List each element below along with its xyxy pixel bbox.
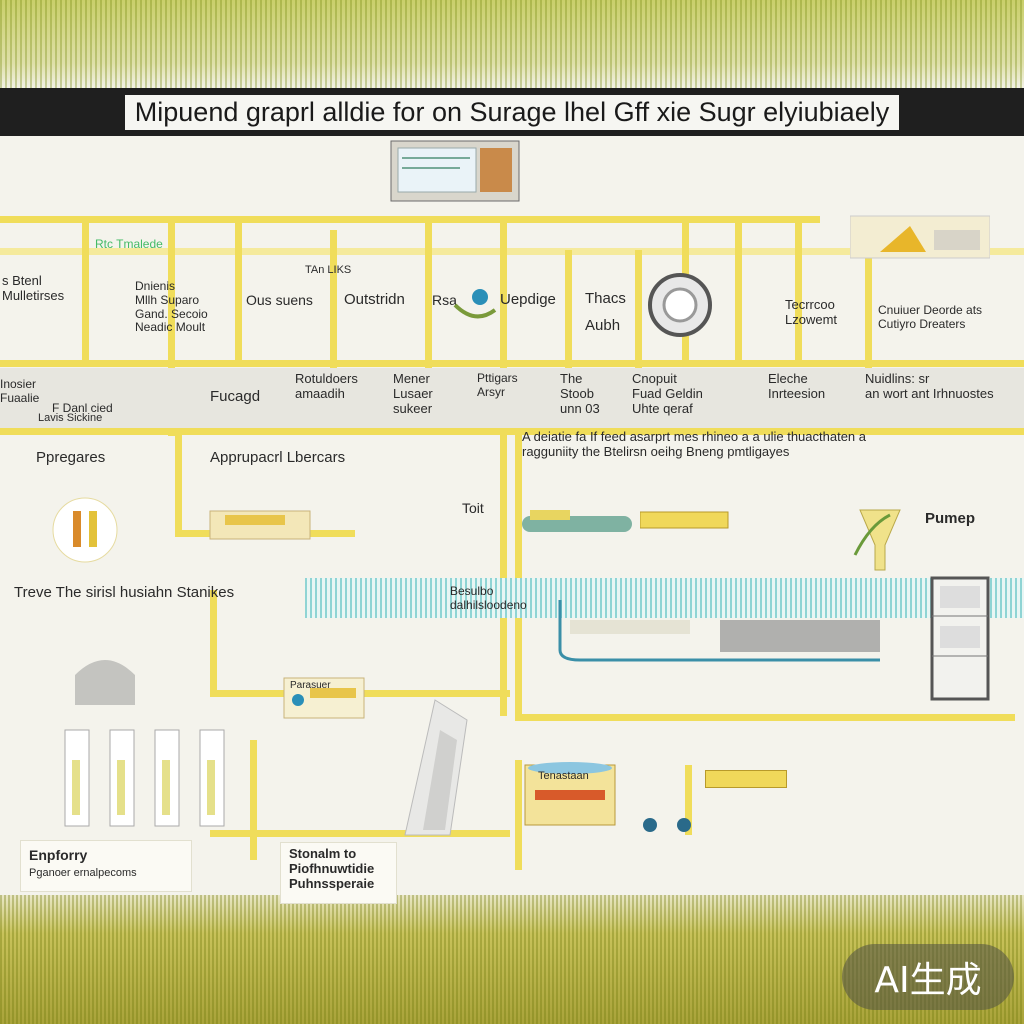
wire [735,216,742,366]
wire [250,740,257,860]
press-machine [280,670,370,725]
wire [0,248,1024,255]
conveyor-belt [305,578,1024,618]
wire [330,230,337,370]
tank-label: Tenastaan [538,770,589,782]
tank-machine [520,760,620,830]
pipe-valve-icon [450,285,500,325]
wire [0,216,820,223]
label-strip [705,770,787,788]
wire [500,216,507,716]
top-small-label: TAn LIKS [305,264,352,276]
expforry-box: Enpforry Pganoer ernalpecoms [20,840,192,892]
section-label: Treve The sirisl husiahn Stanikes [14,584,235,601]
machine-icon [205,505,315,545]
ai-generated-watermark: AI生成 [842,944,1014,1010]
node-label: Rsa [432,292,457,308]
wire [210,590,217,695]
section-note: A deiatie fa If feed asarprt mes rhineo … [522,429,866,459]
node-label: Fucagd [210,388,261,405]
wire [515,714,1015,721]
node-label: F Danl cied [52,401,113,415]
silos [60,720,240,830]
wire [565,250,572,420]
section-label: Ppregares [36,449,106,466]
grass-background-top [0,0,1024,90]
pump-icon [640,815,700,835]
mid-row-band [0,368,1024,428]
wire [865,250,872,430]
wire [425,216,432,426]
node-label: Thacs Aubh [585,290,626,335]
monitor-icon [390,140,520,202]
node-label: Uepdige [500,291,556,308]
reflector-panel [395,690,470,840]
wire [0,360,1024,367]
wire [0,428,1024,435]
wire [635,250,642,430]
section-label: Apprupacrl Lbercars [210,449,346,466]
top-strip-label: Rtc Tmalede [95,237,163,251]
node-label: Ous suens [246,292,313,308]
worker-icon [45,495,125,565]
wire [515,430,522,720]
node-label: Lavis Sickine [38,412,103,424]
wire [175,430,182,535]
section-label: Pumep [925,510,976,527]
machine-icon [639,510,730,530]
dome-icon [70,650,140,705]
wire [82,216,89,366]
page-title: Mipuend graprl alldie for on Surage lhel… [124,94,900,130]
gear-icon [645,270,715,340]
wire [685,765,692,835]
funnel-icon [850,505,910,575]
storage-rack [930,576,990,701]
processing-tank [550,590,890,670]
wire [210,830,510,837]
press-label: Parasuer [290,680,331,691]
node-label: Outstridn [344,291,405,308]
wire [168,216,175,436]
machine-icon [520,508,640,538]
section-label: Toit [462,500,484,516]
title-bar: Mipuend graprl alldie for on Surage lhel… [0,88,1024,136]
wire [795,216,802,366]
wire [515,760,522,870]
machine-illustration [849,212,991,262]
wire [235,216,242,366]
